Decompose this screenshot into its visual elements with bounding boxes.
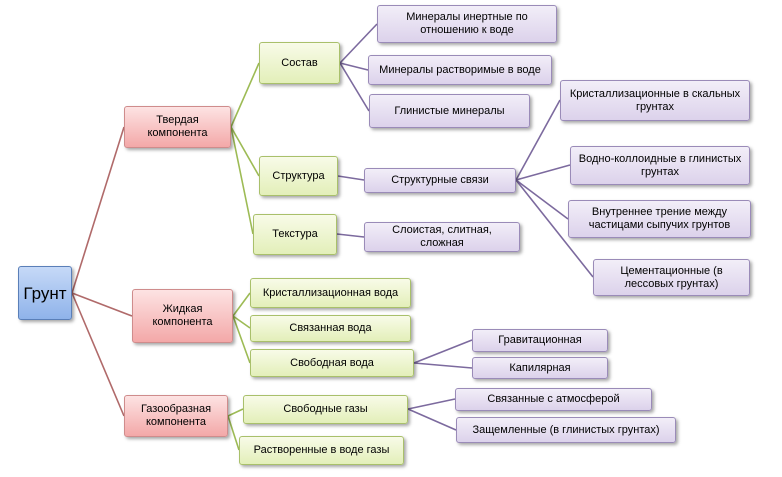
node-gas-component: Газообразная компонента — [124, 395, 228, 437]
connector-line — [337, 175, 365, 181]
connector-line — [230, 126, 260, 177]
node-root: Грунт — [18, 266, 72, 320]
node-crystallization-rock: Кристаллизационные в скальных грунтах — [560, 80, 750, 121]
connector-line — [71, 126, 125, 294]
node-cementation: Цементационные (в лессовых грунтах) — [593, 259, 750, 296]
node-free-gases: Свободные газы — [243, 395, 408, 424]
node-texture: Текстура — [253, 214, 337, 255]
connector-line — [515, 179, 569, 220]
node-internal-friction: Внутреннее трение между частицами сыпучи… — [568, 200, 751, 238]
node-capillary: Капилярная — [472, 357, 608, 379]
node-gravitational: Гравитационная — [472, 329, 608, 352]
connector-line — [339, 23, 378, 64]
connector-line — [515, 99, 561, 181]
node-crystallization-water: Кристаллизационная вода — [250, 278, 411, 308]
connector-line — [339, 62, 369, 71]
node-trapped: Защемленные (в глинистых грунтах) — [456, 417, 676, 443]
node-liquid-component: Жидкая компонента — [132, 289, 233, 343]
connector-line — [413, 362, 473, 369]
connector-line — [230, 126, 254, 235]
node-texture-types: Слоистая, слитная, сложная — [364, 222, 520, 252]
node-composition: Состав — [259, 42, 340, 84]
connector-line — [515, 164, 571, 181]
node-minerals-inert: Минералы инертные по отношению к воде — [377, 5, 557, 43]
connector-line — [232, 292, 251, 317]
connector-line — [407, 408, 457, 431]
node-bound-water: Связанная вода — [250, 315, 411, 342]
connector-line — [336, 233, 365, 238]
connector-line — [515, 179, 594, 278]
connector-line — [227, 408, 244, 417]
connector-line — [71, 292, 133, 317]
node-atmosphere-linked: Связанные с атмосферой — [455, 388, 652, 411]
connector-line — [232, 315, 251, 329]
connector-line — [232, 315, 251, 364]
node-solid-component: Твердая компонента — [124, 106, 231, 148]
node-minerals-soluble: Минералы растворимые в воде — [368, 55, 552, 85]
node-structural-bonds: Структурные связи — [364, 168, 516, 193]
connector-line — [71, 292, 125, 417]
node-water-colloid: Водно-коллоидные в глинистых грунтах — [570, 146, 750, 185]
node-clay-minerals: Глинистые минералы — [369, 94, 530, 128]
connector-line — [407, 398, 456, 410]
node-dissolved-gases: Растворенные в воде газы — [239, 436, 404, 465]
connector-line — [339, 62, 370, 112]
connector-line — [230, 62, 260, 128]
node-structure: Структура — [259, 156, 338, 196]
node-free-water: Свободная вода — [250, 349, 414, 377]
connector-line — [227, 415, 240, 451]
connector-line — [413, 339, 473, 364]
